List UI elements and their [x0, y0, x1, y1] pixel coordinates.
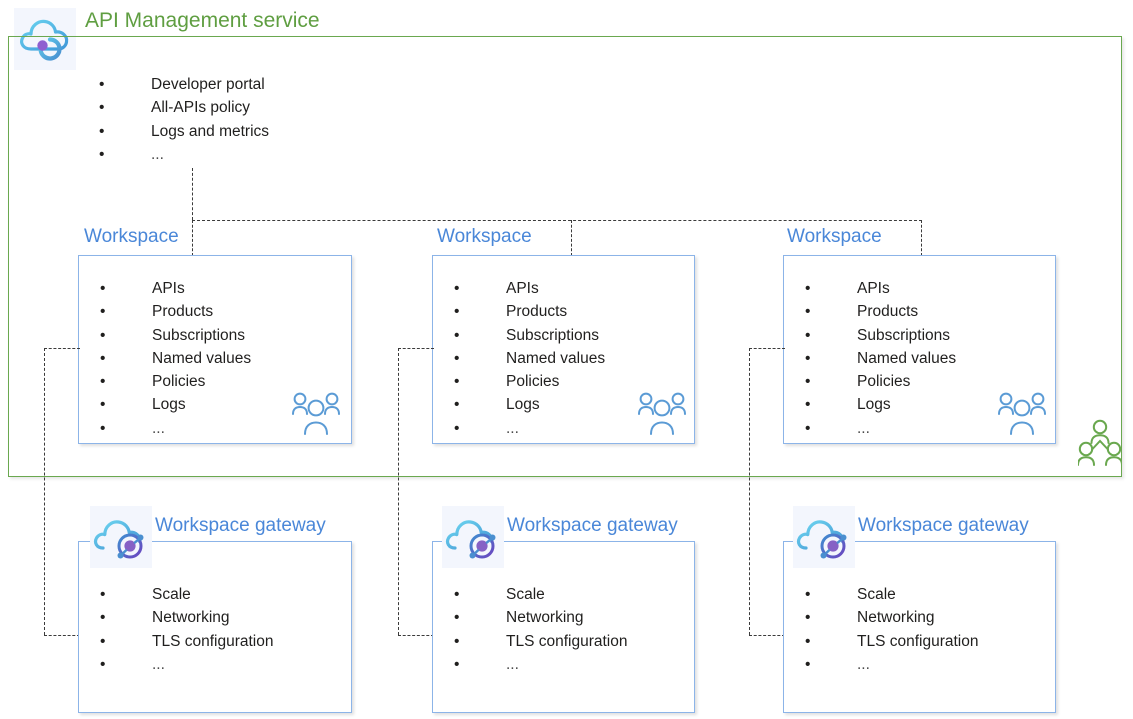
workspace-3-list: APIs Products Subscriptions Named values…	[805, 277, 956, 440]
connector-ws3-top	[749, 348, 785, 349]
gateway-3-title: Workspace gateway	[858, 515, 1029, 536]
list-item: Policies	[805, 370, 956, 394]
workspace-1-list: APIs Products Subscriptions Named values…	[100, 277, 251, 440]
connector-gw3-bottom	[749, 635, 785, 636]
workspace-2-list: APIs Products Subscriptions Named values…	[454, 277, 605, 440]
api-management-cloud-icon	[14, 8, 76, 70]
connector-ws1-top	[44, 348, 80, 349]
list-item: Products	[805, 300, 956, 324]
list-item: Products	[454, 300, 605, 324]
list-item: Networking	[805, 606, 979, 630]
connector-ws2-vertical	[398, 348, 399, 635]
list-item: ...	[805, 417, 956, 441]
gateway-1-list: Scale Networking TLS configuration ...	[100, 583, 274, 676]
connector-gw1-bottom	[44, 635, 80, 636]
list-item: Subscriptions	[454, 324, 605, 348]
list-item: APIs	[805, 277, 956, 301]
workspace-2-title: Workspace	[437, 226, 532, 247]
list-item: Networking	[454, 606, 628, 630]
gateway-2-list: Scale Networking TLS configuration ...	[454, 583, 628, 676]
connector-ws1-vertical	[44, 348, 45, 635]
list-item: TLS configuration	[100, 630, 274, 654]
list-item: Subscriptions	[805, 324, 956, 348]
people-group-green-icon	[1077, 418, 1123, 472]
workspace-3-title: Workspace	[787, 226, 882, 247]
list-item: ...	[100, 417, 251, 441]
connector-workspace-bus	[192, 220, 922, 221]
people-group-blue-icon	[997, 391, 1047, 436]
list-item: ...	[454, 417, 605, 441]
list-item: APIs	[454, 277, 605, 301]
connector-drop-workspace-2	[571, 220, 572, 256]
connector-drop-workspace-1	[192, 220, 193, 256]
connector-drop-workspace-3	[921, 220, 922, 256]
list-item: All-APIs policy	[99, 96, 269, 120]
list-item: Developer portal	[99, 73, 269, 97]
list-item: Named values	[100, 347, 251, 371]
list-item: Products	[100, 300, 251, 324]
list-item: Named values	[454, 347, 605, 371]
workspace-1-title: Workspace	[84, 226, 179, 247]
workspace-gateway-cloud-icon	[90, 506, 152, 568]
workspace-gateway-cloud-icon	[442, 506, 504, 568]
list-item: Logs	[805, 393, 956, 417]
list-item: Networking	[100, 606, 274, 630]
list-item: Scale	[805, 583, 979, 607]
list-item: Logs	[454, 393, 605, 417]
list-item: TLS configuration	[805, 630, 979, 654]
list-item: Scale	[454, 583, 628, 607]
people-group-blue-icon	[291, 391, 341, 436]
connector-ws2-top	[398, 348, 434, 349]
gateway-3-list: Scale Networking TLS configuration ...	[805, 583, 979, 676]
list-item: Subscriptions	[100, 324, 251, 348]
list-item: ...	[805, 653, 979, 677]
connector-ws3-vertical	[749, 348, 750, 635]
list-item: Logs	[100, 393, 251, 417]
connector-service-stem	[192, 168, 193, 220]
list-item: Policies	[454, 370, 605, 394]
service-feature-list: Developer portal All-APIs policy Logs an…	[99, 73, 269, 166]
gateway-2-title: Workspace gateway	[507, 515, 678, 536]
api-management-service-container	[8, 36, 1122, 477]
workspace-gateway-cloud-icon	[793, 506, 855, 568]
list-item: ...	[99, 143, 269, 167]
people-group-blue-icon	[637, 391, 687, 436]
list-item: TLS configuration	[454, 630, 628, 654]
connector-gw2-bottom	[398, 635, 434, 636]
gateway-1-title: Workspace gateway	[155, 515, 326, 536]
list-item: APIs	[100, 277, 251, 301]
list-item: ...	[100, 653, 274, 677]
list-item: Scale	[100, 583, 274, 607]
list-item: ...	[454, 653, 628, 677]
service-title: API Management service	[85, 9, 320, 32]
list-item: Named values	[805, 347, 956, 371]
list-item: Policies	[100, 370, 251, 394]
list-item: Logs and metrics	[99, 120, 269, 144]
